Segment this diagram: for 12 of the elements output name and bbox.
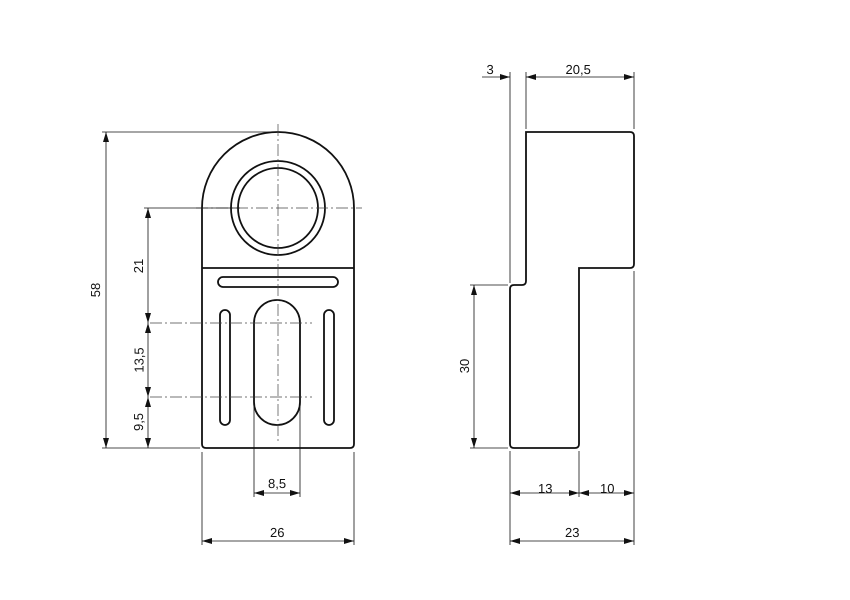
dimension-label: 3 — [486, 63, 494, 77]
dimension-label: 23 — [565, 526, 580, 540]
dimension-label: 13,5 — [132, 347, 146, 373]
dimension-label: 13 — [538, 482, 552, 496]
dimension-label: 9,5 — [132, 412, 146, 432]
dimension-label: 30 — [458, 358, 472, 374]
dimension-label: 26 — [270, 526, 284, 540]
dimension-label: 10 — [600, 482, 614, 496]
dimension-label: 21 — [132, 258, 146, 274]
dimension-label: 58 — [89, 282, 104, 298]
dimension-label: 8,5 — [268, 477, 286, 491]
dimension-label: 20,5 — [566, 63, 591, 77]
